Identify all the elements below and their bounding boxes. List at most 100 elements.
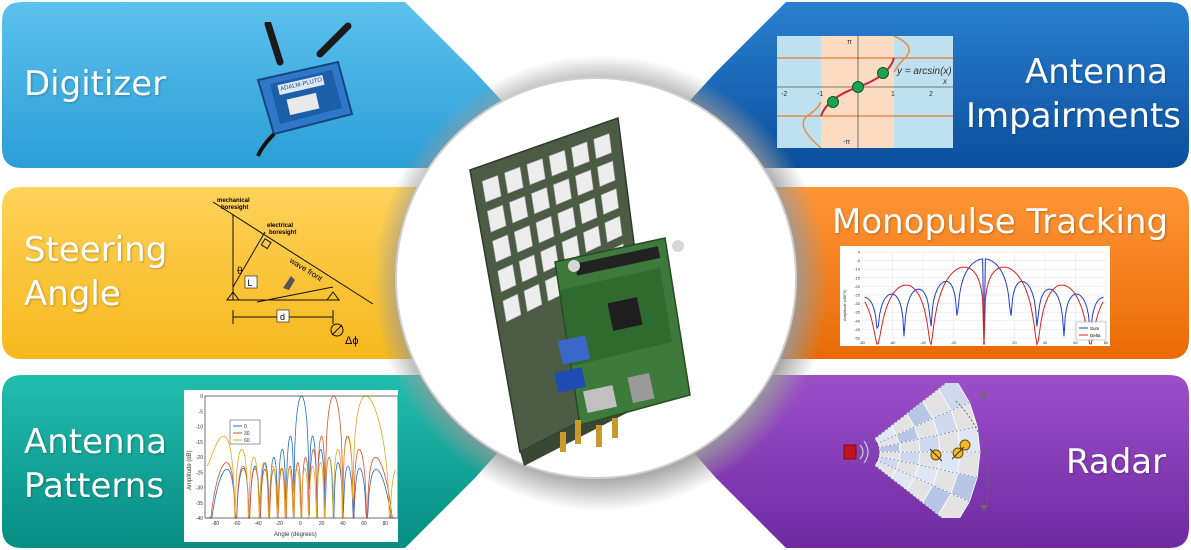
monopulse-x-tick: 20 — [1012, 340, 1017, 345]
arcsin-y-tick: π — [847, 39, 852, 46]
patterns-y-tick: -10 — [196, 425, 203, 431]
antenna-patch — [593, 132, 612, 160]
antenna-patch — [530, 186, 551, 215]
monopulse-x-tick: 40 — [1043, 340, 1048, 345]
antenna-patch — [535, 215, 555, 244]
monopulse-y-tick: -10 — [854, 267, 861, 272]
label-mechanical: mechanical — [217, 198, 250, 204]
patterns-x-tick: 20 — [319, 521, 325, 527]
panel-steering-angle — [2, 187, 440, 359]
pattern-line-60 — [206, 395, 396, 519]
antenna-patch — [596, 160, 616, 188]
antenna-patch — [481, 174, 502, 203]
patterns-y-tick: -25 — [196, 470, 203, 476]
radar-cell — [937, 492, 971, 518]
patterns-x-tick: 60 — [361, 521, 367, 527]
antenna-patch — [604, 215, 623, 243]
arcsin-x-tick: 2 — [929, 91, 933, 98]
monopulse-y-label: Amplitude (dBFS) — [842, 289, 847, 321]
label-d: d — [280, 312, 285, 322]
patterns-x-tick: 0 — [299, 521, 302, 527]
patterns-x-tick: -80 — [212, 521, 219, 527]
arcsin-point — [877, 67, 889, 79]
antenna-patch — [492, 234, 512, 263]
monopulse-y-tick: -40 — [854, 318, 861, 323]
arcsin-x-label: x — [942, 77, 948, 86]
monopulse-x-tick: 80 — [1104, 340, 1109, 345]
label-theta: θ — [237, 266, 243, 277]
antenna-patch — [578, 197, 598, 225]
patterns-y-label: Amplitude (dB) — [187, 450, 193, 490]
title-monopulse-tracking: Monopulse Tracking — [832, 202, 1169, 242]
usb-cable — [256, 132, 276, 157]
antenna-patch — [523, 283, 543, 313]
patterns-legend-entry: 30 — [244, 431, 250, 437]
monopulse-y-tick: 0 — [858, 250, 861, 255]
patterns-y-tick: -30 — [196, 486, 203, 492]
monopulse-y-tick: -30 — [854, 301, 861, 306]
arcsin-plot: y = arcsin(x) -2 -1 1 2 x π -π — [777, 36, 953, 148]
radar-illustration — [838, 383, 1028, 518]
arcsin-point — [852, 81, 864, 93]
antenna-patch — [557, 206, 576, 234]
patterns-y-tick: -15 — [196, 440, 203, 446]
monopulse-x-tick: -40 — [920, 340, 927, 345]
patterns-x-tick: -40 — [254, 521, 261, 527]
monopulse-legend-delta: Delta — [1090, 333, 1101, 338]
antenna-patch — [570, 141, 590, 168]
monopulse-y-tick: -5 — [856, 258, 860, 263]
patterns-y-tick: 0 — [200, 394, 203, 400]
monopulse-y-tick: -15 — [854, 275, 861, 280]
antenna-patch — [486, 204, 507, 233]
antenna-patch — [502, 293, 522, 323]
antenna-patch — [574, 169, 594, 197]
wave-arrow-icon — [283, 276, 295, 290]
antenna-patch — [582, 225, 602, 253]
title-digitizer: Digitizer — [24, 64, 167, 104]
arcsin-point — [827, 96, 839, 108]
title-radar: Radar — [1066, 442, 1167, 482]
monopulse-x-tick: 60 — [1073, 340, 1078, 345]
antenna-patch — [504, 166, 524, 194]
patterns-x-tick: 80 — [382, 521, 388, 527]
steering-angle-diagram: mechanical boresight electrical boresigh… — [205, 192, 380, 352]
antenna-patch — [497, 263, 517, 293]
title-antenna-impairments: Antenna Impairments — [966, 52, 1182, 136]
antenna-patch — [561, 234, 581, 263]
patterns-x-label: Angle (degrees) — [274, 532, 317, 538]
monopulse-x-tick: -20 — [951, 340, 958, 345]
monopulse-x-tick: -80 — [859, 340, 866, 345]
label-electrical: electrical — [267, 223, 293, 229]
patterns-legend-entry: 60 — [244, 438, 250, 444]
antenna-right — [316, 22, 352, 58]
antenna-patch — [600, 188, 619, 215]
monopulse-y-tick: -35 — [854, 310, 861, 315]
monopulse-x-tick: -60 — [890, 340, 897, 345]
radar-transmitter-icon — [843, 444, 857, 460]
patterns-y-tick: -5 — [199, 409, 204, 415]
antenna-patch — [548, 149, 568, 177]
arcsin-x-tick: -2 — [781, 91, 787, 98]
patterns-y-tick: -35 — [196, 501, 203, 507]
arcsin-y-tick: -π — [843, 139, 850, 146]
antenna-left — [264, 22, 284, 66]
radar-target-icon — [929, 439, 971, 462]
antenna-patch — [526, 158, 546, 186]
patterns-x-tick: 40 — [340, 521, 346, 527]
monopulse-y-tick: -50 — [854, 336, 861, 341]
monopulse-y-tick: -25 — [854, 293, 861, 298]
antenna-patch — [513, 225, 533, 254]
raspberry-pi-stack — [554, 237, 691, 452]
monopulse-legend-sum: Sum — [1090, 326, 1100, 331]
patterns-x-tick: -60 — [233, 521, 240, 527]
arcsin-x-tick: -1 — [817, 91, 823, 98]
patterns-x-tick: -20 — [276, 521, 283, 527]
antenna-patch — [552, 178, 572, 206]
label-mechanical-boresight: boresight — [221, 205, 248, 211]
antenna-patch — [508, 195, 529, 224]
patterns-y-tick: -40 — [196, 516, 203, 522]
monopulse-y-tick: -45 — [854, 327, 861, 332]
patterns-legend-entry: 0 — [244, 424, 247, 430]
arcsin-x-tick: 1 — [891, 91, 895, 98]
